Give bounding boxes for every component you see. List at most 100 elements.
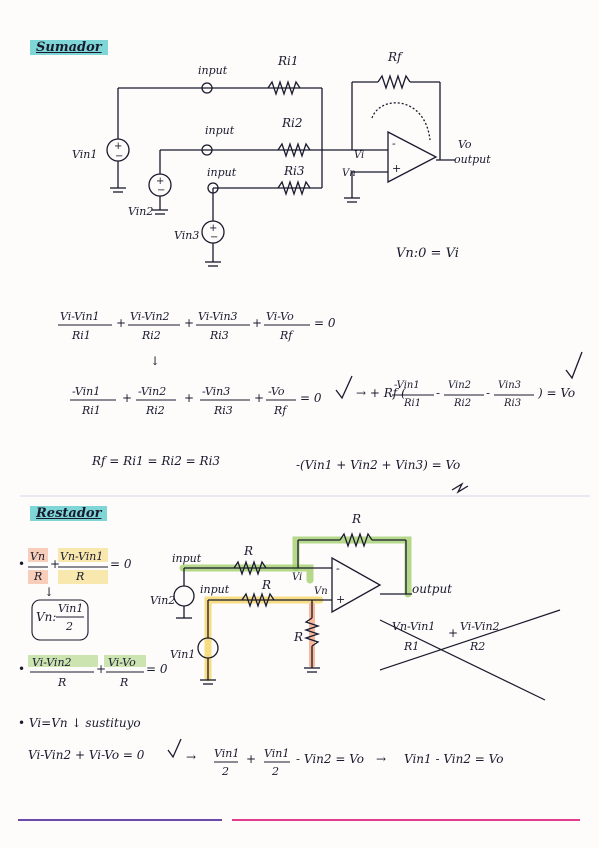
input-label: input <box>200 583 230 596</box>
svg-text:+: + <box>114 141 122 152</box>
result-suffix: ) = Vo <box>538 386 576 400</box>
vn-num: Vin1 <box>58 602 84 615</box>
r-ground-label: R <box>294 630 304 644</box>
eq-num-1: Vi-Vin1 <box>60 310 100 323</box>
bullet: • <box>18 662 26 676</box>
req2-num-2: Vi-Vo <box>108 656 136 669</box>
req2-den-1: R <box>58 676 67 689</box>
check-icon <box>167 738 182 759</box>
eq-op: + <box>252 316 263 330</box>
crossed-den-1: R1 <box>404 640 420 653</box>
opamp-minus-label: - <box>392 137 396 150</box>
restador-heading: Restador <box>30 506 108 521</box>
eq2-den-3: Ri3 <box>214 404 233 417</box>
check-icon <box>335 375 353 400</box>
ri3-label: Ri3 <box>284 164 305 178</box>
eq-num-3: Vi-Vin3 <box>198 310 238 323</box>
crossed-out-mark <box>379 609 561 701</box>
crossed-num-1: Vn-Vin1 <box>392 620 436 633</box>
restador-eq3: • Vi=Vn ↓ sustituyo <box>18 716 141 730</box>
vin1-label: Vin1 <box>170 648 196 661</box>
req5-num-1: Vin1 <box>214 747 240 760</box>
res-num-2: Vin2 <box>448 380 472 391</box>
req5-den-1: 2 <box>222 765 229 778</box>
input-label: input <box>198 64 228 77</box>
eq-op: = 0 <box>300 391 322 405</box>
input-node-3-icon <box>207 182 219 194</box>
sumador-circuit <box>106 73 455 267</box>
eq2-den-1: Ri1 <box>82 404 101 417</box>
vin2-label: Vin2 <box>128 205 154 218</box>
eq2-num-1: -Vin1 <box>72 385 101 398</box>
res-den-1: Ri1 <box>404 398 422 409</box>
eq-op: + <box>122 391 133 405</box>
opamp-minus-label: - <box>336 562 340 575</box>
svg-text:−: − <box>157 185 165 196</box>
eq2-num-2: -Vin2 <box>138 385 167 398</box>
req1-num-1: Vn <box>30 550 46 563</box>
eq-op: + <box>96 662 107 676</box>
req5-rest: - Vin2 = Vo <box>296 752 364 766</box>
req2-num-1: Vi-Vin2 <box>32 656 72 669</box>
svg-text:−: − <box>210 232 218 243</box>
eq-op: - <box>486 386 491 400</box>
ri1-label: Ri1 <box>278 54 299 68</box>
restador-circuit <box>173 531 412 685</box>
arrow-icon: → <box>376 752 387 766</box>
eq-op: + <box>254 391 265 405</box>
eq-op: + <box>246 752 257 766</box>
res-den-3: Ri3 <box>504 398 522 409</box>
rf-label: Rf <box>388 50 402 64</box>
restador-highlights <box>179 536 412 682</box>
eq2-num-4: -Vo <box>268 385 285 398</box>
input-node-2-icon <box>201 144 213 156</box>
eq-num-2: Vi-Vin2 <box>130 310 170 323</box>
vin1-label: Vin1 <box>72 148 98 161</box>
eq-op: + <box>448 626 459 640</box>
rf-equality: Rf = Ri1 = Ri2 = Ri3 <box>92 454 221 468</box>
down-arrow-icon: ↓ <box>44 585 55 599</box>
eq-op: + <box>184 316 195 330</box>
input-label: input <box>172 552 202 565</box>
req2-den-2: R <box>120 676 129 689</box>
bullet: • <box>18 557 26 571</box>
vn-equation: Vn:0 = Vi <box>396 246 459 261</box>
ri2-label: Ri2 <box>282 116 303 130</box>
svg-text:−: − <box>115 151 123 162</box>
vi-label: Vi <box>292 572 303 583</box>
input-label: input <box>207 166 237 179</box>
output-label: output <box>412 582 453 596</box>
input-node-1-icon <box>201 82 213 94</box>
eq-op: = 0 <box>110 557 132 571</box>
req5-num-2: Vin1 <box>264 747 290 760</box>
req1-den-2: R <box>76 570 85 583</box>
vn-equals: Vn: <box>36 610 57 624</box>
res-num-1: -Vin1 <box>394 380 420 391</box>
down-arrow-icon: ↓ <box>150 354 161 368</box>
crossed-den-2: R2 <box>470 640 486 653</box>
eq-op: - <box>436 386 441 400</box>
opamp-plus-label: + <box>392 162 402 175</box>
res-den-2: Ri2 <box>454 398 472 409</box>
fraction-bars <box>28 324 534 763</box>
vo-label: Vo <box>458 138 472 151</box>
eq-op: = 0 <box>314 316 336 330</box>
svg-text:+: + <box>156 176 164 187</box>
opamp-plus-label: + <box>336 593 346 606</box>
vin2-label: Vin2 <box>150 594 176 607</box>
result-prefix: → + Rf ( <box>356 386 406 400</box>
restador-opamp-icon <box>331 556 382 614</box>
eq2-den-4: Rf <box>274 404 287 417</box>
vn-label: Vn <box>342 168 356 179</box>
r-feedback-label: R <box>352 512 362 526</box>
req1-den-1: R <box>34 570 43 583</box>
arrow-icon: → <box>186 750 197 764</box>
vin3-label: Vin3 <box>174 229 200 242</box>
output-label: output <box>454 153 491 166</box>
eq-num-4: Vi-Vo <box>266 310 294 323</box>
eq-den-2: Ri2 <box>142 329 161 342</box>
check-marks <box>167 351 583 759</box>
res-num-3: Vin3 <box>498 380 522 391</box>
